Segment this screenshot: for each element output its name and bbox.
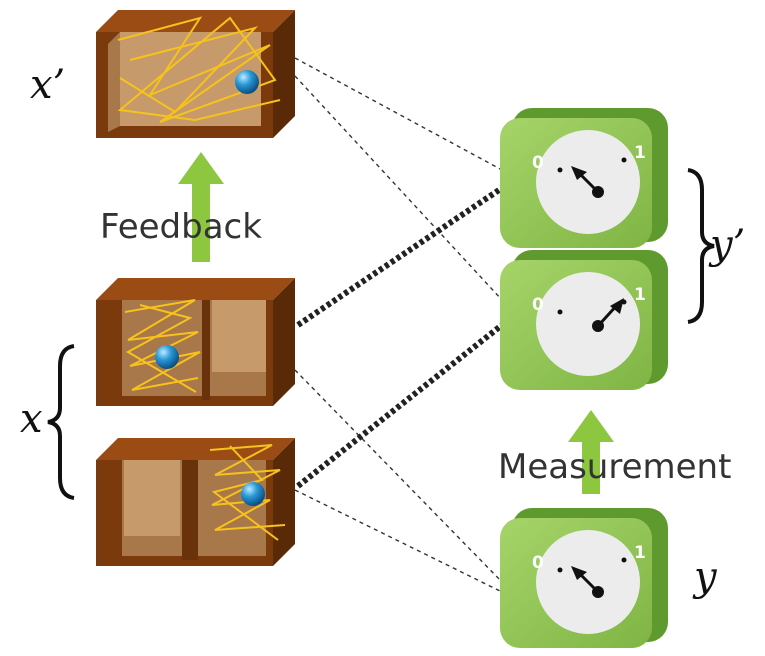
meter-y: 0 1 [500, 508, 668, 648]
connector-lines [294, 57, 504, 593]
particle-x-upper [155, 345, 179, 369]
dashed-link-xprime-ytop [294, 57, 503, 171]
dial-label-zero: 0 [532, 295, 544, 315]
dial-needle [592, 298, 624, 332]
dashed-link-xprime-ybottom [294, 75, 503, 301]
label-y: y [692, 554, 718, 600]
dial-label-one: 1 [634, 285, 646, 305]
label-x: x [20, 396, 43, 442]
meter-y-prime-top: 0 1 [500, 108, 668, 248]
dial-face [536, 272, 640, 376]
dashed-link-x2-y [294, 489, 503, 593]
dial-needle [571, 166, 604, 198]
box-x-upper [96, 278, 295, 406]
dial-label-zero: 0 [532, 153, 544, 173]
trajectory-x-prime [117, 16, 281, 123]
measurement-label: Measurement [498, 447, 731, 487]
dial-label-one: 1 [634, 543, 646, 563]
particle-x-lower [241, 482, 265, 506]
dashed-link-x1-y [294, 369, 503, 583]
box-x-lower [96, 438, 295, 566]
dial-label-zero: 0 [532, 553, 544, 573]
feedback-arrow [178, 152, 224, 262]
brace-x [47, 344, 75, 500]
box-x-prime [96, 10, 295, 138]
particle-x-prime [235, 70, 259, 94]
thick-link-x2-ybottom [296, 322, 504, 489]
feedback-label: Feedback [100, 207, 262, 247]
dial-label-one: 1 [634, 143, 646, 163]
dial-needle [571, 566, 604, 598]
thick-link-x1-ytop [296, 185, 504, 328]
brace-y-prime [687, 168, 715, 324]
measurement-arrow [568, 410, 614, 494]
label-x-prime: x’ [30, 62, 65, 108]
label-y-prime: y’ [708, 222, 745, 268]
meter-y-prime-bottom: 0 1 [500, 250, 668, 390]
